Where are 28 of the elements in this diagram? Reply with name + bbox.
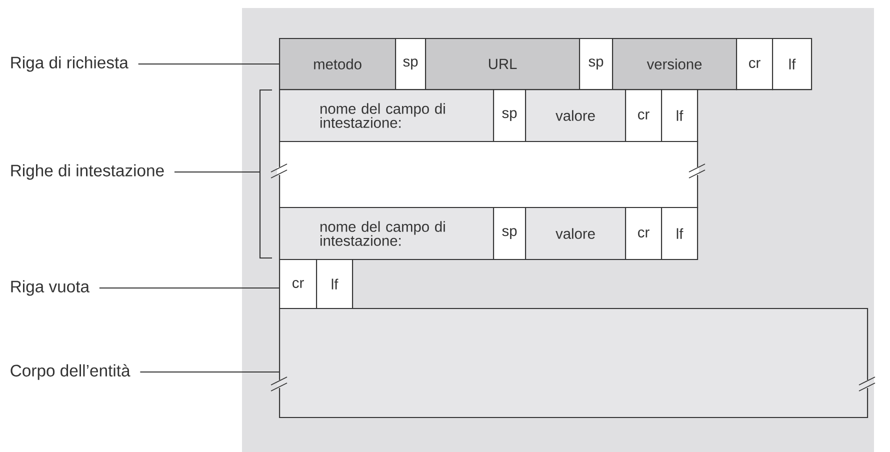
field-cell: nome del campo di intestazione:	[279, 207, 494, 260]
leader-line	[174, 171, 260, 173]
field-cell: valore	[525, 207, 626, 260]
field-cell: sp	[493, 89, 526, 142]
field-cell: metodo	[279, 38, 396, 90]
blank-band	[279, 308, 868, 418]
field-cell: sp	[395, 38, 426, 90]
part-label: Riga di richiesta	[11, 56, 128, 72]
field-cell: valore	[525, 89, 626, 142]
field-cell: nome del campo di intestazione:	[279, 89, 494, 142]
part-label: Corpo dell’entità	[10, 364, 130, 380]
part-label: Righe di intestazione	[11, 164, 164, 180]
field-cell: cr	[736, 38, 774, 90]
field-cell: sp	[579, 38, 614, 90]
field-cell: versione	[612, 38, 738, 90]
leader-line	[99, 287, 279, 289]
leader-line	[138, 63, 279, 65]
part-label: Riga vuota	[11, 280, 90, 296]
field-cell: lf	[772, 38, 812, 90]
field-cell: sp	[493, 207, 526, 260]
field-cell: cr	[625, 207, 662, 260]
field-cell: URL	[425, 38, 580, 90]
field-cell: lf	[316, 259, 354, 310]
leader-line	[140, 371, 279, 373]
field-cell: cr	[279, 259, 318, 310]
field-cell: lf	[661, 89, 698, 142]
field-cell: lf	[661, 207, 698, 260]
field-cell: cr	[625, 89, 662, 142]
